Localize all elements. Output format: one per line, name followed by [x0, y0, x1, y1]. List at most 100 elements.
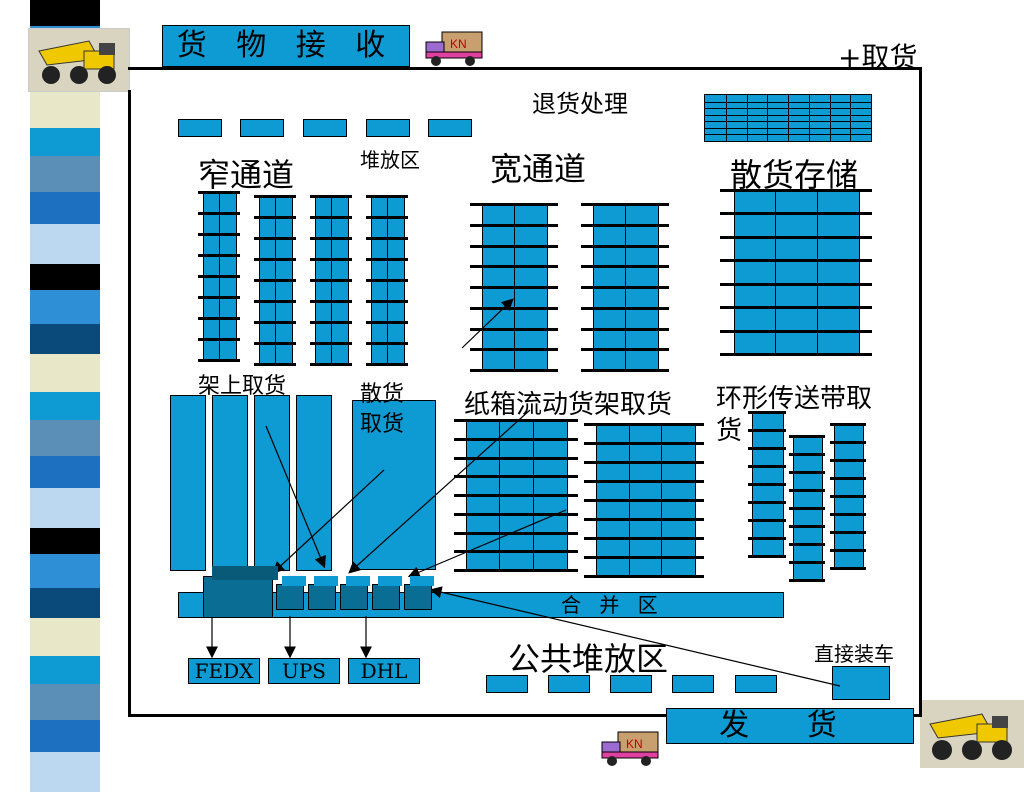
- rack-shelf: [254, 279, 296, 282]
- rack-shelf: [789, 507, 825, 510]
- rack-shelf: [454, 419, 578, 422]
- stripe-segment: [30, 156, 100, 192]
- rack-shelf: [830, 477, 866, 480]
- dump-truck-icon: [28, 28, 130, 92]
- public-staging-box: [735, 675, 777, 693]
- bulk-pick-label-line2: 取货: [360, 412, 405, 437]
- rack-shelf: [198, 359, 240, 362]
- warehouse-outline-left: [128, 90, 131, 717]
- public-staging-box: [672, 675, 714, 693]
- rack-shelf: [254, 195, 296, 198]
- rack-shelf: [789, 561, 825, 564]
- consolidation-block-small: [276, 584, 304, 610]
- stripe-segment: [30, 324, 100, 354]
- rack-shelf: [720, 189, 872, 192]
- rack-shelf: [310, 216, 352, 219]
- consolidation-block-small: [308, 584, 336, 610]
- stripe-segment: [30, 456, 100, 488]
- consolidation-block-small-top: [282, 576, 306, 586]
- direct-load-box: [832, 666, 890, 700]
- rack-shelf: [789, 489, 825, 492]
- rack-shelf: [830, 495, 866, 498]
- warehouse-outline-right: [919, 67, 922, 717]
- rack-shelf: [789, 543, 825, 546]
- receiving-title: 货 物 接 收: [162, 25, 410, 67]
- rack-shelf: [581, 223, 669, 227]
- rack-shelf: [366, 279, 408, 282]
- arrow-carton-to-consolidation-2: [407, 509, 567, 578]
- grid-line: [767, 95, 769, 141]
- rack-divider: [816, 190, 818, 354]
- rack-shelf: [748, 411, 786, 414]
- rack-shelf: [748, 465, 786, 468]
- plus-pick-label: +取货: [838, 41, 918, 74]
- rack-shelf: [720, 353, 872, 356]
- carton-flow-label: 纸箱流动货架取货: [464, 390, 673, 420]
- rack-shelf: [720, 329, 872, 333]
- wide-aisle-label: 宽通道: [490, 150, 587, 188]
- consolidation-block-small: [404, 584, 432, 610]
- consolidation-block-small: [340, 584, 368, 610]
- consolidation-block-small: [372, 584, 400, 610]
- stripe-segment: [30, 192, 100, 224]
- stripe-segment: [30, 290, 100, 324]
- rack-shelf: [584, 480, 704, 483]
- rack-shelf: [310, 279, 352, 282]
- rack-shelf: [584, 518, 704, 521]
- stripe-segment: [30, 90, 100, 128]
- rack-shelf: [470, 203, 558, 206]
- stripe-segment: [30, 684, 100, 720]
- rack-shelf: [454, 512, 578, 516]
- stripe-segment: [30, 392, 100, 420]
- rack-shelf: [584, 461, 704, 464]
- carrier-dhl: DHL: [348, 658, 420, 684]
- stripe-segment: [30, 354, 100, 392]
- rack-shelf: [720, 282, 872, 286]
- rack-shelf: [254, 342, 296, 345]
- rack-shelf: [789, 579, 825, 582]
- rack-shelf: [830, 567, 866, 570]
- rack-shelf: [581, 244, 669, 248]
- rack-divider: [775, 190, 777, 354]
- stripe-segment: [30, 224, 100, 264]
- rack-shelf: [581, 203, 669, 206]
- rack-shelf: [198, 254, 240, 257]
- consolidation-block-small-top: [378, 576, 402, 586]
- staging-box: [303, 119, 347, 137]
- rack-shelf: [470, 306, 558, 310]
- consolidation-label: 合 并 区: [561, 593, 664, 617]
- bulk-pick-area: [352, 400, 436, 570]
- rack-shelf: [454, 437, 578, 441]
- rack-shelf: [198, 317, 240, 320]
- svg-text:KN: KN: [450, 37, 467, 51]
- rack-shelf: [748, 555, 786, 558]
- carousel-label-line1: 环形传送带取: [716, 384, 873, 414]
- stripe-segment: [30, 528, 100, 554]
- rack-shelf: [720, 306, 872, 310]
- narrow-aisle-label: 窄通道: [198, 156, 295, 194]
- bulk-storage-label: 散货存储: [730, 156, 859, 194]
- rack-shelf: [254, 216, 296, 219]
- stripe-segment: [30, 264, 100, 290]
- rack-shelf: [310, 363, 352, 366]
- rack-shelf: [720, 212, 872, 216]
- stripe-segment: [30, 618, 100, 656]
- rack-shelf: [366, 321, 408, 324]
- stripe-segment: [30, 0, 100, 26]
- rack-shelf: [454, 531, 578, 535]
- rack-shelf: [366, 195, 408, 198]
- warehouse-layout-slide: KN KN 货 物 接 收 +取货 退货处理 窄通道 堆放区 宽通道 散货存储: [28, 0, 1024, 792]
- rack-shelf: [198, 233, 240, 236]
- rack-shelf: [720, 259, 872, 263]
- rack-shelf: [584, 442, 704, 445]
- svg-text:KN: KN: [626, 737, 643, 751]
- returns-rack-grid: [704, 94, 872, 142]
- rack-shelf: [198, 296, 240, 299]
- dump-truck-icon: [920, 700, 1024, 768]
- rack-shelf: [584, 537, 704, 540]
- staging-box: [240, 119, 284, 137]
- rack-shelf: [470, 348, 558, 352]
- rack-shelf: [310, 300, 352, 303]
- warehouse-outline-bottom: [128, 714, 922, 717]
- staging-label: 堆放区: [360, 148, 420, 172]
